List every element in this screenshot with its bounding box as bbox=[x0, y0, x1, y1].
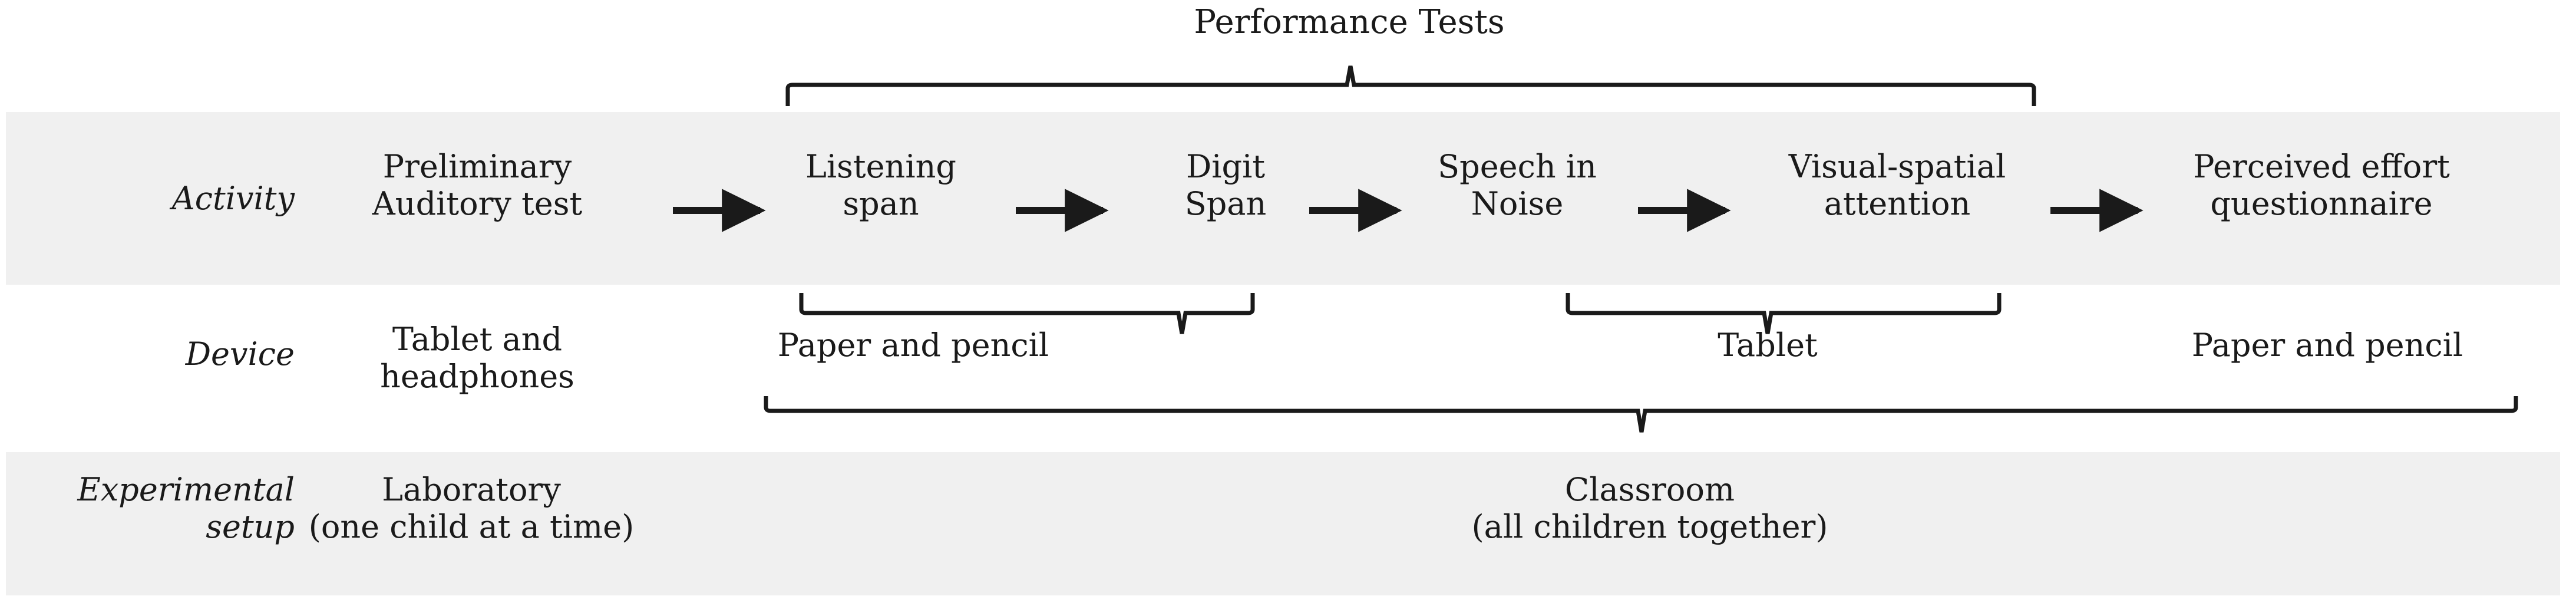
activity-perceived-effort-questionnaire: Perceived effort questionnaire bbox=[2193, 148, 2450, 222]
device-paper-and-pencil-right: Paper and pencil bbox=[2191, 327, 2463, 364]
row-label-activity: Activity bbox=[171, 180, 295, 217]
activity-digit-span: Digit Span bbox=[1184, 148, 1267, 222]
activity-visual-spatial-attention: Visual-spatial attention bbox=[1788, 148, 2006, 222]
setup-laboratory: Laboratory (one child at a time) bbox=[308, 471, 635, 545]
performance-tests-title: Performance Tests bbox=[1194, 3, 1505, 41]
device-paper-and-pencil-left: Paper and pencil bbox=[777, 327, 1049, 364]
experimental-setup-row-band bbox=[6, 452, 2560, 595]
device-tablet: Tablet bbox=[1718, 327, 1818, 364]
setup-classroom: Classroom (all children together) bbox=[1471, 471, 1828, 545]
brace-classroom bbox=[764, 396, 2518, 433]
activity-preliminary-auditory-test: Preliminary Auditory test bbox=[372, 148, 583, 222]
activity-listening-span: Listening span bbox=[805, 148, 956, 222]
row-label-experimental-setup: Experimental setup bbox=[77, 471, 295, 545]
activity-speech-in-noise: Speech in Noise bbox=[1438, 148, 1597, 222]
device-tablet-and-headphones: Tablet and headphones bbox=[380, 321, 574, 395]
row-label-device: Device bbox=[185, 335, 295, 373]
brace-performance-tests bbox=[785, 65, 2036, 106]
